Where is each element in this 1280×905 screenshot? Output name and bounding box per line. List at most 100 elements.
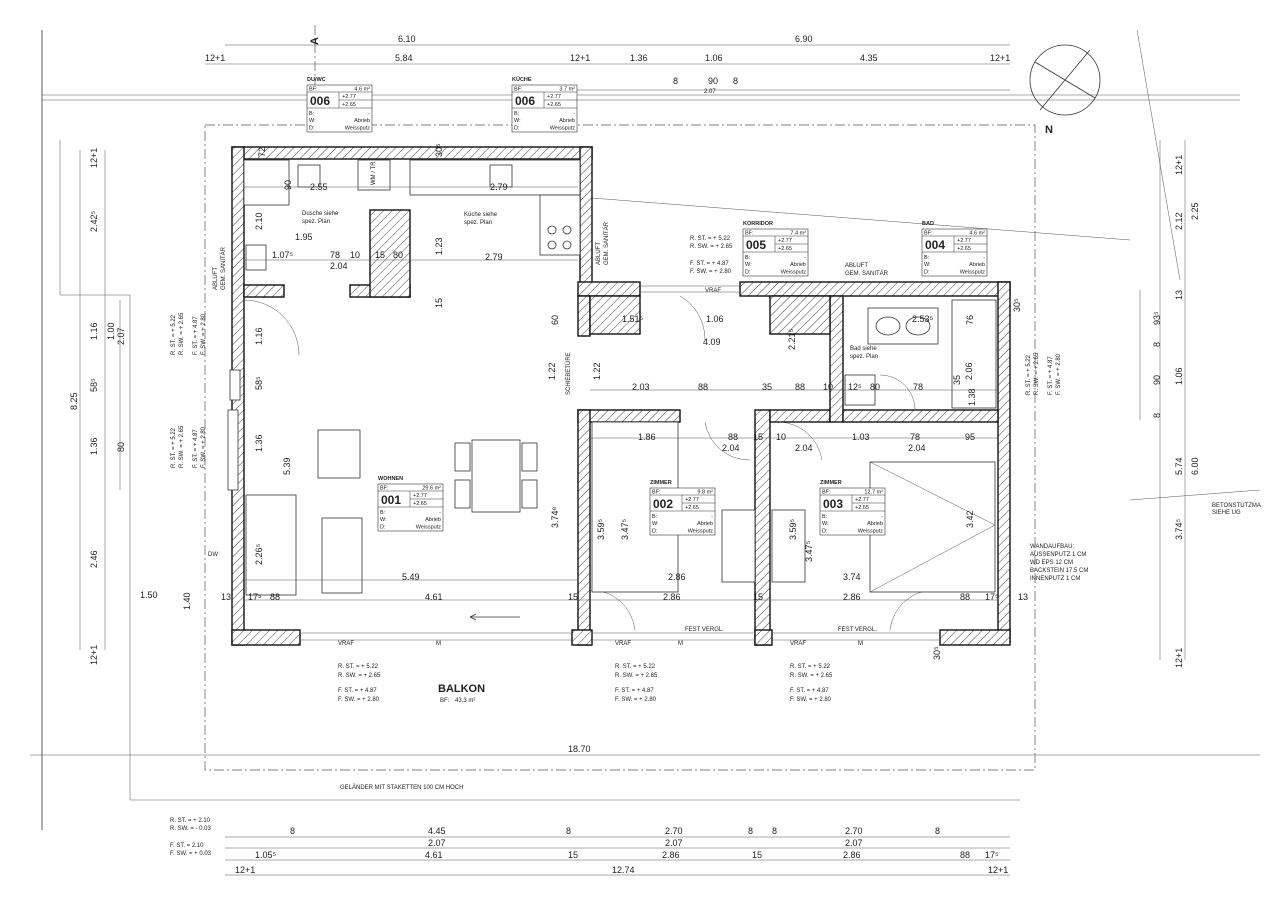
dimension-label: 15 bbox=[568, 592, 578, 602]
dimension-label: 3.74⁸ bbox=[550, 506, 560, 528]
level-note: R. ST. = + 2.10 bbox=[170, 818, 211, 824]
room-height: +2.65 bbox=[855, 505, 869, 511]
annotation: INNENPUTZ 1 CM bbox=[1030, 576, 1080, 582]
level-note: R. ST. = + 5.22 bbox=[615, 664, 656, 670]
dimension-label: 93⁵ bbox=[1152, 311, 1162, 325]
level-note: R. SW. = + 2.65 bbox=[179, 425, 185, 468]
annotation: VRAF bbox=[790, 641, 806, 647]
stamp-label: B: bbox=[652, 514, 658, 520]
room-number: 006 bbox=[515, 94, 535, 108]
dimension-label: 3.59⁵ bbox=[788, 518, 798, 540]
annotation: Küche siehe bbox=[464, 212, 498, 218]
annotation: WM / TR bbox=[371, 161, 377, 185]
room-name: BAD bbox=[922, 221, 934, 227]
label: N bbox=[1045, 124, 1053, 136]
dimension-label: 3.59⁵ bbox=[596, 518, 606, 540]
ceiling-finish: Weissputz bbox=[345, 126, 371, 132]
north-arrow-icon bbox=[1029, 44, 1101, 116]
stamp-label: D: bbox=[309, 126, 315, 132]
dimension-label: 2.86 bbox=[662, 850, 680, 860]
annotation: FEST VERGL. bbox=[838, 627, 877, 633]
stamp-label: W: bbox=[514, 118, 521, 124]
dimension-label: 17⁵ bbox=[985, 850, 999, 860]
dimension-label: 1.16 bbox=[89, 322, 99, 340]
dimension-label: 1.86 bbox=[638, 432, 656, 442]
dimension-label: 6.90 bbox=[795, 34, 813, 44]
level-note: F. SW. = + 2.80 bbox=[201, 426, 207, 468]
level-note: R. ST. = + 5.22 bbox=[790, 664, 831, 670]
dimension-label: 3.74 bbox=[843, 572, 861, 582]
ceiling-finish: Weissputz bbox=[416, 525, 442, 531]
room-height: +2.65 bbox=[685, 505, 699, 511]
level-note: F. SW. = + 2.80 bbox=[201, 313, 207, 355]
room-height: +2.77 bbox=[413, 493, 427, 499]
dimension-label: 12.74 bbox=[612, 865, 635, 875]
annotation: spez. Plan bbox=[850, 354, 878, 360]
annotation: WD EPS 12 CM bbox=[1030, 560, 1073, 566]
stamp-label: B: bbox=[745, 255, 751, 261]
level-note: F. ST. = + 4.87 bbox=[193, 316, 199, 355]
annotation: VRAF bbox=[615, 641, 631, 647]
room-name: WOHNEN bbox=[378, 476, 403, 482]
dimension-label: 60 bbox=[550, 315, 560, 325]
dimension-label: 1.07⁵ bbox=[272, 250, 294, 260]
dimension-label: 2.07 bbox=[704, 89, 716, 95]
dimension-label: 2.07 bbox=[845, 838, 863, 848]
dimension-label: 1.22 bbox=[547, 362, 557, 380]
annotation: AUSSENPUTZ 1 CM bbox=[1030, 552, 1086, 558]
annotation: GEM. SANITÄR bbox=[603, 221, 610, 265]
wall-finish: Abrieb bbox=[354, 118, 370, 124]
walls bbox=[231, 146, 1011, 646]
stamp-label: D: bbox=[822, 529, 828, 535]
dimension-label: 15 bbox=[753, 432, 763, 442]
level-note: F. ST. = + 4.87 bbox=[193, 429, 199, 468]
room-height: +2.77 bbox=[547, 94, 561, 100]
room-height: +2.65 bbox=[342, 102, 356, 108]
dimension-label: 80 bbox=[393, 250, 403, 260]
dimension-label: 10 bbox=[823, 382, 833, 392]
dimension-label: 1.95 bbox=[295, 232, 313, 242]
room-number: 003 bbox=[823, 497, 843, 511]
dimension-label: 30⁵ bbox=[434, 143, 444, 157]
room-height: +2.77 bbox=[957, 238, 971, 244]
label: 43.3 m² bbox=[455, 698, 475, 704]
room-area: 3.7 m² bbox=[559, 87, 575, 93]
dimension-label: 2.06 bbox=[964, 362, 974, 380]
dimension-label: 90 bbox=[283, 180, 293, 190]
dimension-label: 17⁵ bbox=[248, 592, 262, 602]
dimension-label: 2.79 bbox=[485, 252, 503, 262]
dimension-label: 17⁵ bbox=[985, 592, 999, 602]
dimension-label: 12+1 bbox=[205, 53, 225, 63]
wall-finish: Abrieb bbox=[790, 262, 806, 268]
annotation: ABLUFT bbox=[596, 242, 602, 265]
dimension-label: 2.70 bbox=[845, 826, 863, 836]
dimension-label: 58⁵ bbox=[254, 376, 264, 390]
dimension-label: 2.70 bbox=[665, 826, 683, 836]
label: A bbox=[309, 37, 321, 45]
annotation: spez. Plan bbox=[302, 219, 330, 225]
room-height: +2.65 bbox=[957, 246, 971, 252]
stamp-label: B: bbox=[924, 255, 930, 261]
dimension-label: 1.00 bbox=[106, 322, 116, 340]
stamp-label: W: bbox=[652, 521, 659, 527]
annotation: Dusche siehe bbox=[302, 211, 339, 217]
dimension-label: 13 bbox=[221, 592, 231, 602]
level-note: R. SW. = + 2.65 bbox=[179, 312, 185, 355]
room-area: 9.8 m² bbox=[697, 490, 713, 496]
floor-finish: - bbox=[983, 255, 985, 261]
stamp-bf-label: BF: bbox=[822, 490, 831, 496]
room-name: DU/WC bbox=[307, 77, 326, 83]
stamp-label: B: bbox=[822, 514, 828, 520]
dimension-label: 2.04 bbox=[722, 443, 740, 453]
dimension-label: 80 bbox=[870, 382, 880, 392]
level-note: R. ST. = + 5.22 bbox=[171, 427, 177, 468]
annotation: M bbox=[678, 641, 683, 647]
dimension-label: 3.47⁵ bbox=[804, 540, 814, 562]
room-height: +2.65 bbox=[778, 246, 792, 252]
dimension-label: 2.25 bbox=[1190, 202, 1200, 220]
dimension-label: 3.74⁵ bbox=[1174, 518, 1184, 540]
dimension-label: 4.61 bbox=[425, 850, 443, 860]
annotation: ABLUFT bbox=[845, 263, 868, 269]
stamp-label: B: bbox=[380, 510, 386, 516]
